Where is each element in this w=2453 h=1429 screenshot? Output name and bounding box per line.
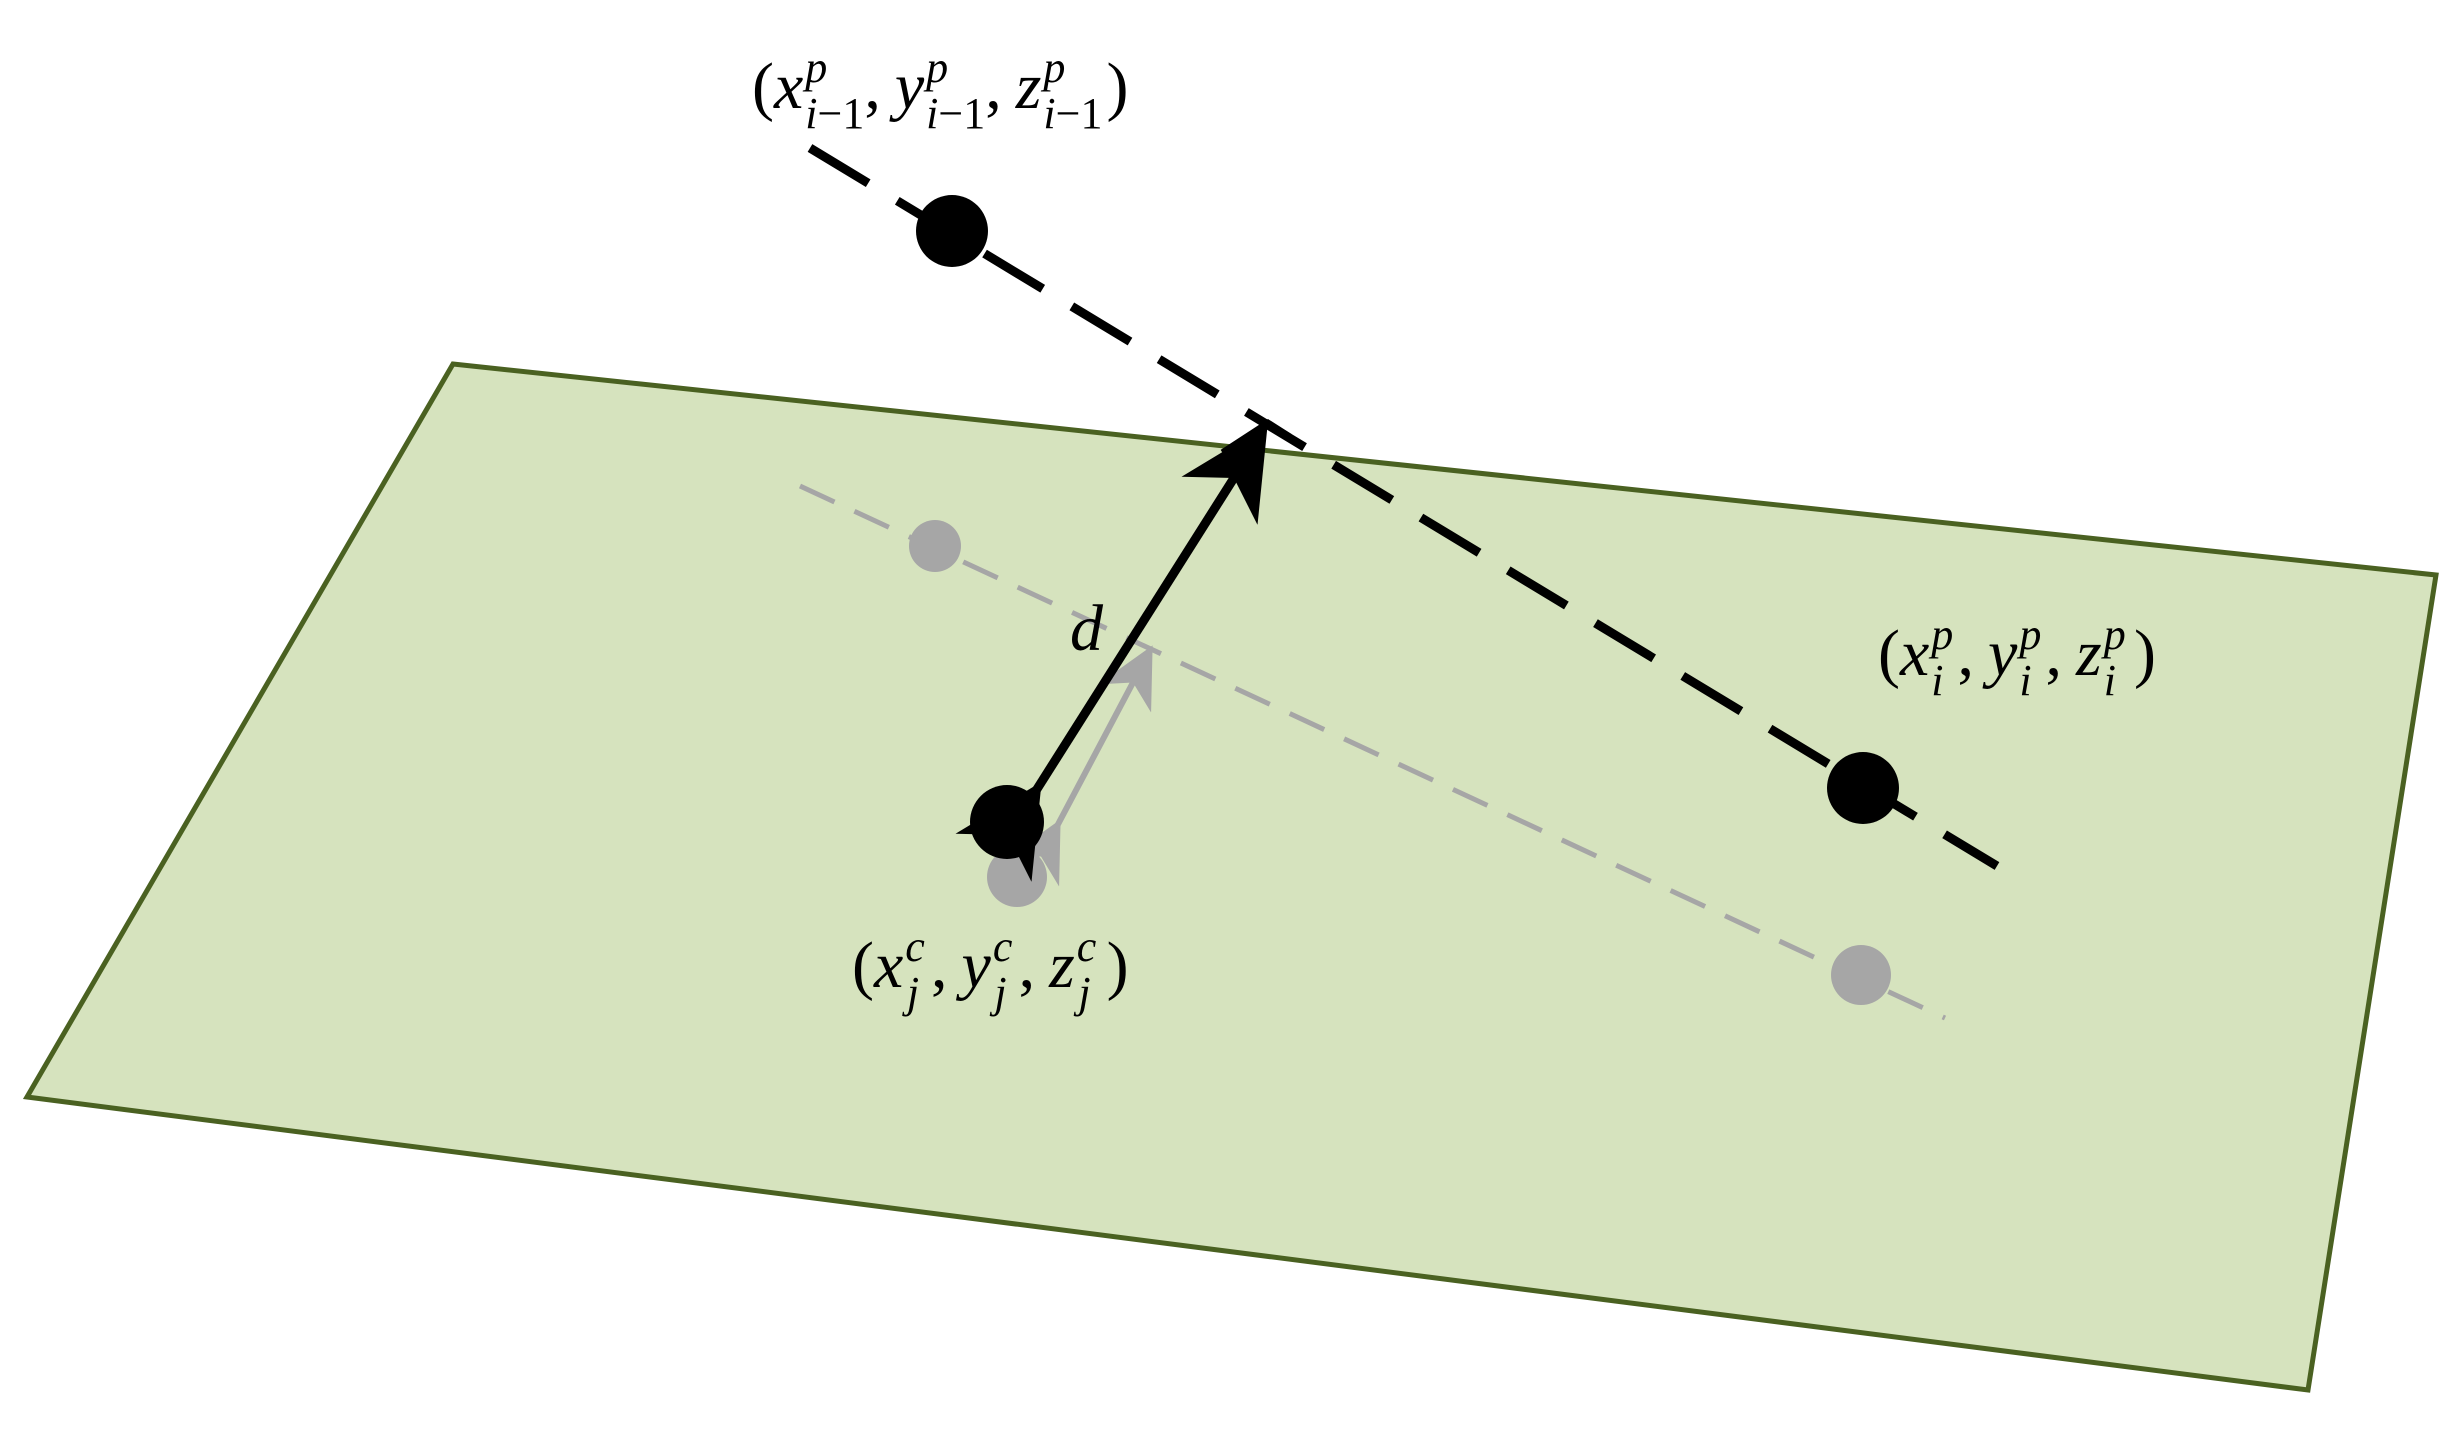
projected-point-curr — [1831, 945, 1891, 1005]
point-prev — [916, 195, 988, 267]
point-c — [970, 785, 1044, 859]
point-line — [807, 144, 2000, 870]
distance-arrow — [955, 424, 1268, 882]
point-curr — [1827, 752, 1899, 824]
ground-plane — [22, 361, 2439, 1393]
label-distance: d — [1070, 592, 1104, 665]
projected-point-prev — [909, 520, 961, 572]
